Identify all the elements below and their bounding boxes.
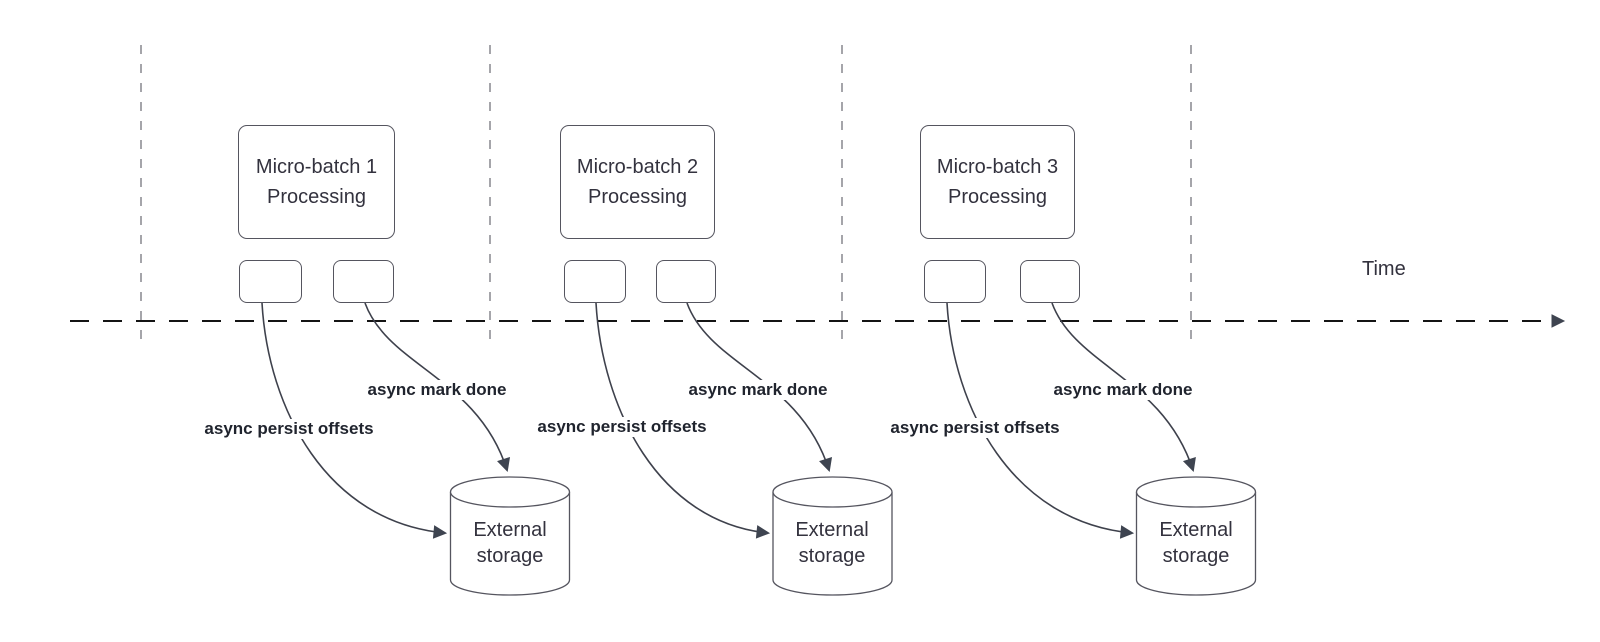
micro-batch-1-title-line2: Processing: [267, 186, 366, 208]
external-storage-label-1: External storage: [473, 517, 546, 569]
persist-offsets-arrow-3: [946, 302, 1135, 539]
micro-batch-1-title-line1: Micro-batch 1: [255, 156, 378, 178]
external-storage-cylinder-3: [1135, 476, 1257, 596]
external-storage-label-1-line1: External: [473, 519, 547, 541]
micro-batch-2-title-line1: Micro-batch 2: [576, 156, 699, 178]
external-storage-label-3-line2: storage: [1162, 545, 1230, 567]
mark-done-arrow-3: [1051, 302, 1196, 473]
persist-offsets-label-3: async persist offsets: [887, 418, 1063, 438]
offset-task-rect-1: [239, 260, 302, 303]
external-storage-label-3: External storage: [1159, 517, 1232, 569]
persist-offsets-label-1: async persist offsets: [201, 419, 377, 439]
micro-batch-2-title-line2: Processing: [588, 186, 687, 208]
mark-done-label-1: async mark done: [364, 380, 510, 400]
micro-batch-3-title-line2: Processing: [948, 186, 1047, 208]
micro-batch-3-box: Micro-batch 3 Processing: [920, 125, 1075, 239]
mark-done-label-3: async mark done: [1050, 380, 1196, 400]
done-task-rect-1: [333, 260, 394, 303]
micro-batch-3-title-line1: Micro-batch 3: [936, 156, 1059, 178]
offset-task-rect-3: [924, 260, 986, 303]
time-axis-label: Time: [1362, 258, 1406, 280]
persist-offsets-label-2: async persist offsets: [534, 417, 710, 437]
mark-done-label-2: async mark done: [685, 380, 831, 400]
mark-done-arrow-2: [686, 302, 833, 473]
offset-task-rect-2: [564, 260, 626, 303]
external-storage-label-3-line1: External: [1159, 519, 1233, 541]
external-storage-cylinder-2: [772, 476, 893, 596]
external-storage-cylinder-1: [449, 476, 571, 596]
done-task-rect-2: [656, 260, 716, 303]
external-storage-label-2-line1: External: [795, 519, 869, 541]
micro-batch-2-box: Micro-batch 2 Processing: [560, 125, 715, 239]
external-storage-label-2-line2: storage: [798, 545, 866, 567]
mark-done-arrow-1: [364, 302, 511, 473]
external-storage-label-1-line2: storage: [476, 545, 544, 567]
persist-offsets-arrow-2: [595, 302, 771, 539]
done-task-rect-3: [1020, 260, 1080, 303]
persist-offsets-arrow-1: [261, 302, 448, 539]
external-storage-label-2: External storage: [795, 517, 868, 569]
micro-batch-1-box: Micro-batch 1 Processing: [238, 125, 395, 239]
